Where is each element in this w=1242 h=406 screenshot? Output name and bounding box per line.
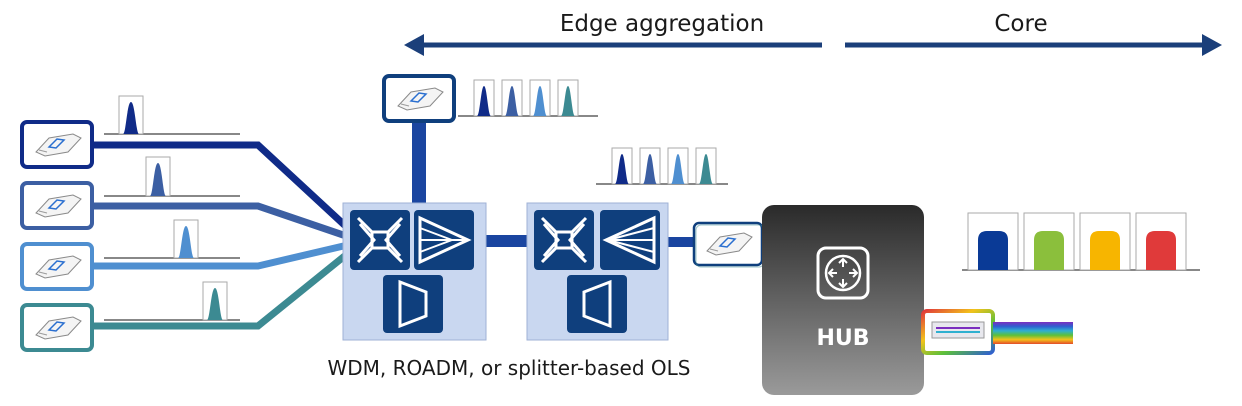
edge-aggregation-arrow <box>404 34 822 56</box>
coherent-transceiver <box>921 309 995 355</box>
spectrum-icon <box>993 322 1073 344</box>
hub: HUB <box>762 205 924 395</box>
channel-spectrum-1 <box>104 95 240 135</box>
uplink-transceiver <box>382 74 456 123</box>
transceiver-3 <box>20 242 94 291</box>
dwdm-spectrum-top <box>458 79 598 117</box>
hub-label: HUB <box>816 326 869 351</box>
ols-node-2 <box>526 202 669 341</box>
node-to-hub-fiber <box>668 237 696 247</box>
transceiver-1 <box>20 120 94 169</box>
channel-spectrum-4 <box>104 281 240 321</box>
channel-spectrum-2 <box>104 156 240 197</box>
dwdm-spectrum-middle <box>596 147 728 185</box>
splitter-icon <box>600 210 660 270</box>
node-transceiver <box>692 221 765 268</box>
transceiver-4 <box>20 303 94 352</box>
core-arrow <box>845 34 1222 56</box>
crossconnect-icon <box>534 210 594 270</box>
uplink-fiber <box>412 118 426 206</box>
edge-aggregation-label: Edge aggregation <box>560 11 764 37</box>
access-fibers <box>92 141 355 330</box>
channel-spectrum-3 <box>104 219 240 259</box>
ols-node-1 <box>342 202 487 341</box>
amplifier-icon <box>414 210 474 270</box>
coherent-spectrum <box>962 212 1200 271</box>
ols-caption: WDM, ROADM, or splitter-based OLS <box>328 356 691 380</box>
mux-icon <box>383 275 443 333</box>
crossconnect-icon <box>350 210 410 270</box>
core-label: Core <box>994 11 1047 37</box>
inter-node-fiber <box>485 235 527 247</box>
mux-icon <box>567 275 627 333</box>
transceiver-2 <box>20 181 94 230</box>
router-icon <box>816 246 870 300</box>
